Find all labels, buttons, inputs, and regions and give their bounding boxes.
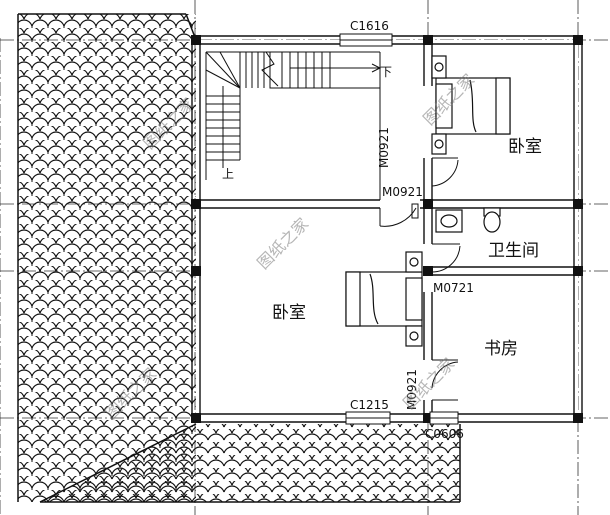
bed-top-right [431,55,511,155]
window-c1616 [339,33,393,47]
staircase [205,51,382,200]
door-m0921-label-a: M0921 [377,127,391,168]
roof-bottom [39,423,461,503]
window-c1616-label: C1616 [350,19,389,33]
door-m0721-label: M0721 [433,281,474,295]
window-c0606-label: C0606 [425,427,464,441]
bathroom-fixtures [435,207,501,233]
roof-left [17,13,197,502]
door-m0921-label-b: M0921 [382,185,423,199]
doors [379,157,461,401]
room-label-bedroom-center: 卧室 [272,303,306,323]
window-c1215-label: C1215 [350,398,389,412]
room-label-bedroom-top-right: 卧室 [508,137,542,157]
stair-down-label: 下 [380,65,392,79]
room-label-study: 书房 [484,339,518,359]
stair-up-label: 上 [222,167,234,181]
bed-center [345,251,423,347]
columns [191,35,583,423]
window-c1215 [345,411,391,425]
window-c0606 [429,411,459,425]
door-m0921-label-c: M0921 [405,369,419,410]
room-label-bathroom: 卫生间 [488,241,539,261]
